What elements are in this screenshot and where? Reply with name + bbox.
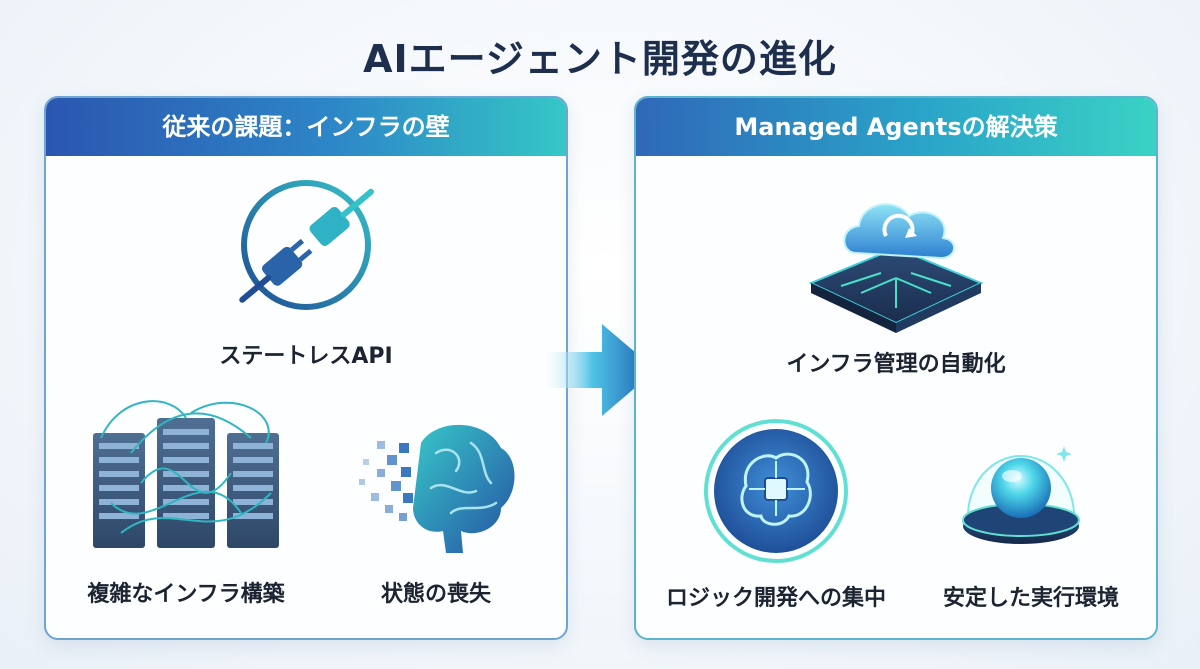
glowing-orb-icon — [941, 416, 1101, 566]
stable-env-item — [941, 416, 1101, 566]
logic-focus-label: ロジック開発への集中 — [665, 586, 886, 611]
infra-automation-item — [796, 178, 996, 338]
complex-infra-item — [76, 393, 296, 558]
page-title: AIエージェント開発の進化 — [363, 37, 837, 81]
logic-focus-item — [676, 416, 876, 566]
solutions-panel-header: Managed Agentsの解決策 — [636, 98, 1156, 156]
challenges-panel: 従来の課題：インフラの壁 — [44, 96, 568, 640]
stable-env-label: 安定した実行環境 — [942, 586, 1119, 611]
state-loss-label: 状態の喪失 — [380, 582, 491, 607]
challenges-panel-header: 従来の課題：インフラの壁 — [46, 98, 566, 156]
dissolving-brain-icon — [346, 413, 526, 563]
stateless-api-item — [196, 173, 416, 323]
state-loss-item — [346, 413, 526, 563]
unplugged-icon — [196, 173, 416, 323]
stateless-api-label: ステートレスAPI — [219, 344, 393, 369]
server-rack-icon — [76, 393, 296, 558]
infra-automation-label: インフラ管理の自動化 — [786, 352, 1006, 377]
arrow-right-icon — [540, 318, 658, 422]
brain-chip-icon — [676, 416, 876, 566]
cloud-chip-icon — [796, 178, 996, 338]
solutions-panel: Managed Agentsの解決策 — [634, 96, 1158, 640]
complex-infra-label: 複雑なインフラ構築 — [87, 582, 285, 607]
